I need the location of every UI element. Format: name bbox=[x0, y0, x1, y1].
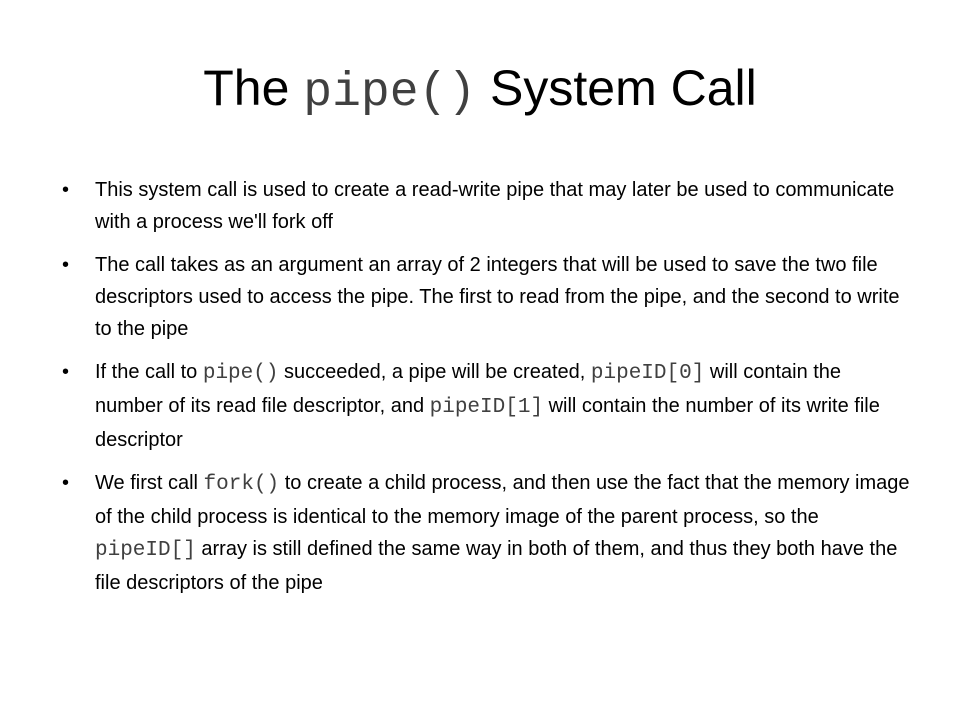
bullet-text: We first call bbox=[95, 472, 204, 494]
code-pipeid-1: pipeID[1] bbox=[429, 396, 544, 419]
slide-title: The pipe() System Call bbox=[0, 52, 960, 129]
bullet-icon: • bbox=[62, 472, 70, 494]
code-pipe: pipe() bbox=[202, 362, 279, 385]
bullet-list: • This system call is used to create a r… bbox=[62, 174, 912, 610]
bullet-text: This system call is used to create a rea… bbox=[95, 179, 895, 233]
bullet-text: succeeded, a pipe will be created, bbox=[278, 361, 591, 383]
title-code: pipe() bbox=[303, 66, 477, 120]
code-pipeid-array: pipeID[] bbox=[95, 539, 196, 562]
bullet-item: • The call takes as an argument an array… bbox=[62, 249, 912, 345]
bullet-text: will contain the number of its write fil… bbox=[95, 395, 880, 451]
bullet-item: • This system call is used to create a r… bbox=[62, 174, 912, 238]
title-suffix: System Call bbox=[476, 60, 757, 116]
bullet-text: The call takes as an argument an array o… bbox=[95, 254, 900, 340]
bullet-icon: • bbox=[62, 254, 70, 276]
bullet-text: array is still defined the same way in b… bbox=[95, 538, 898, 594]
code-pipeid-0: pipeID[0] bbox=[590, 362, 705, 385]
bullet-item: • We first call fork() to create a child… bbox=[62, 467, 912, 599]
bullet-icon: • bbox=[62, 179, 70, 201]
bullet-text: will contain the number of its read file… bbox=[95, 361, 842, 417]
bullet-text: If the call to bbox=[95, 361, 203, 383]
bullet-item: • If the call to pipe() succeeded, a pip… bbox=[62, 356, 912, 456]
title-prefix: The bbox=[203, 60, 304, 116]
bullet-icon: • bbox=[62, 361, 70, 383]
code-fork: fork() bbox=[203, 473, 280, 496]
bullet-text: to create a child process, and then use … bbox=[95, 472, 910, 528]
